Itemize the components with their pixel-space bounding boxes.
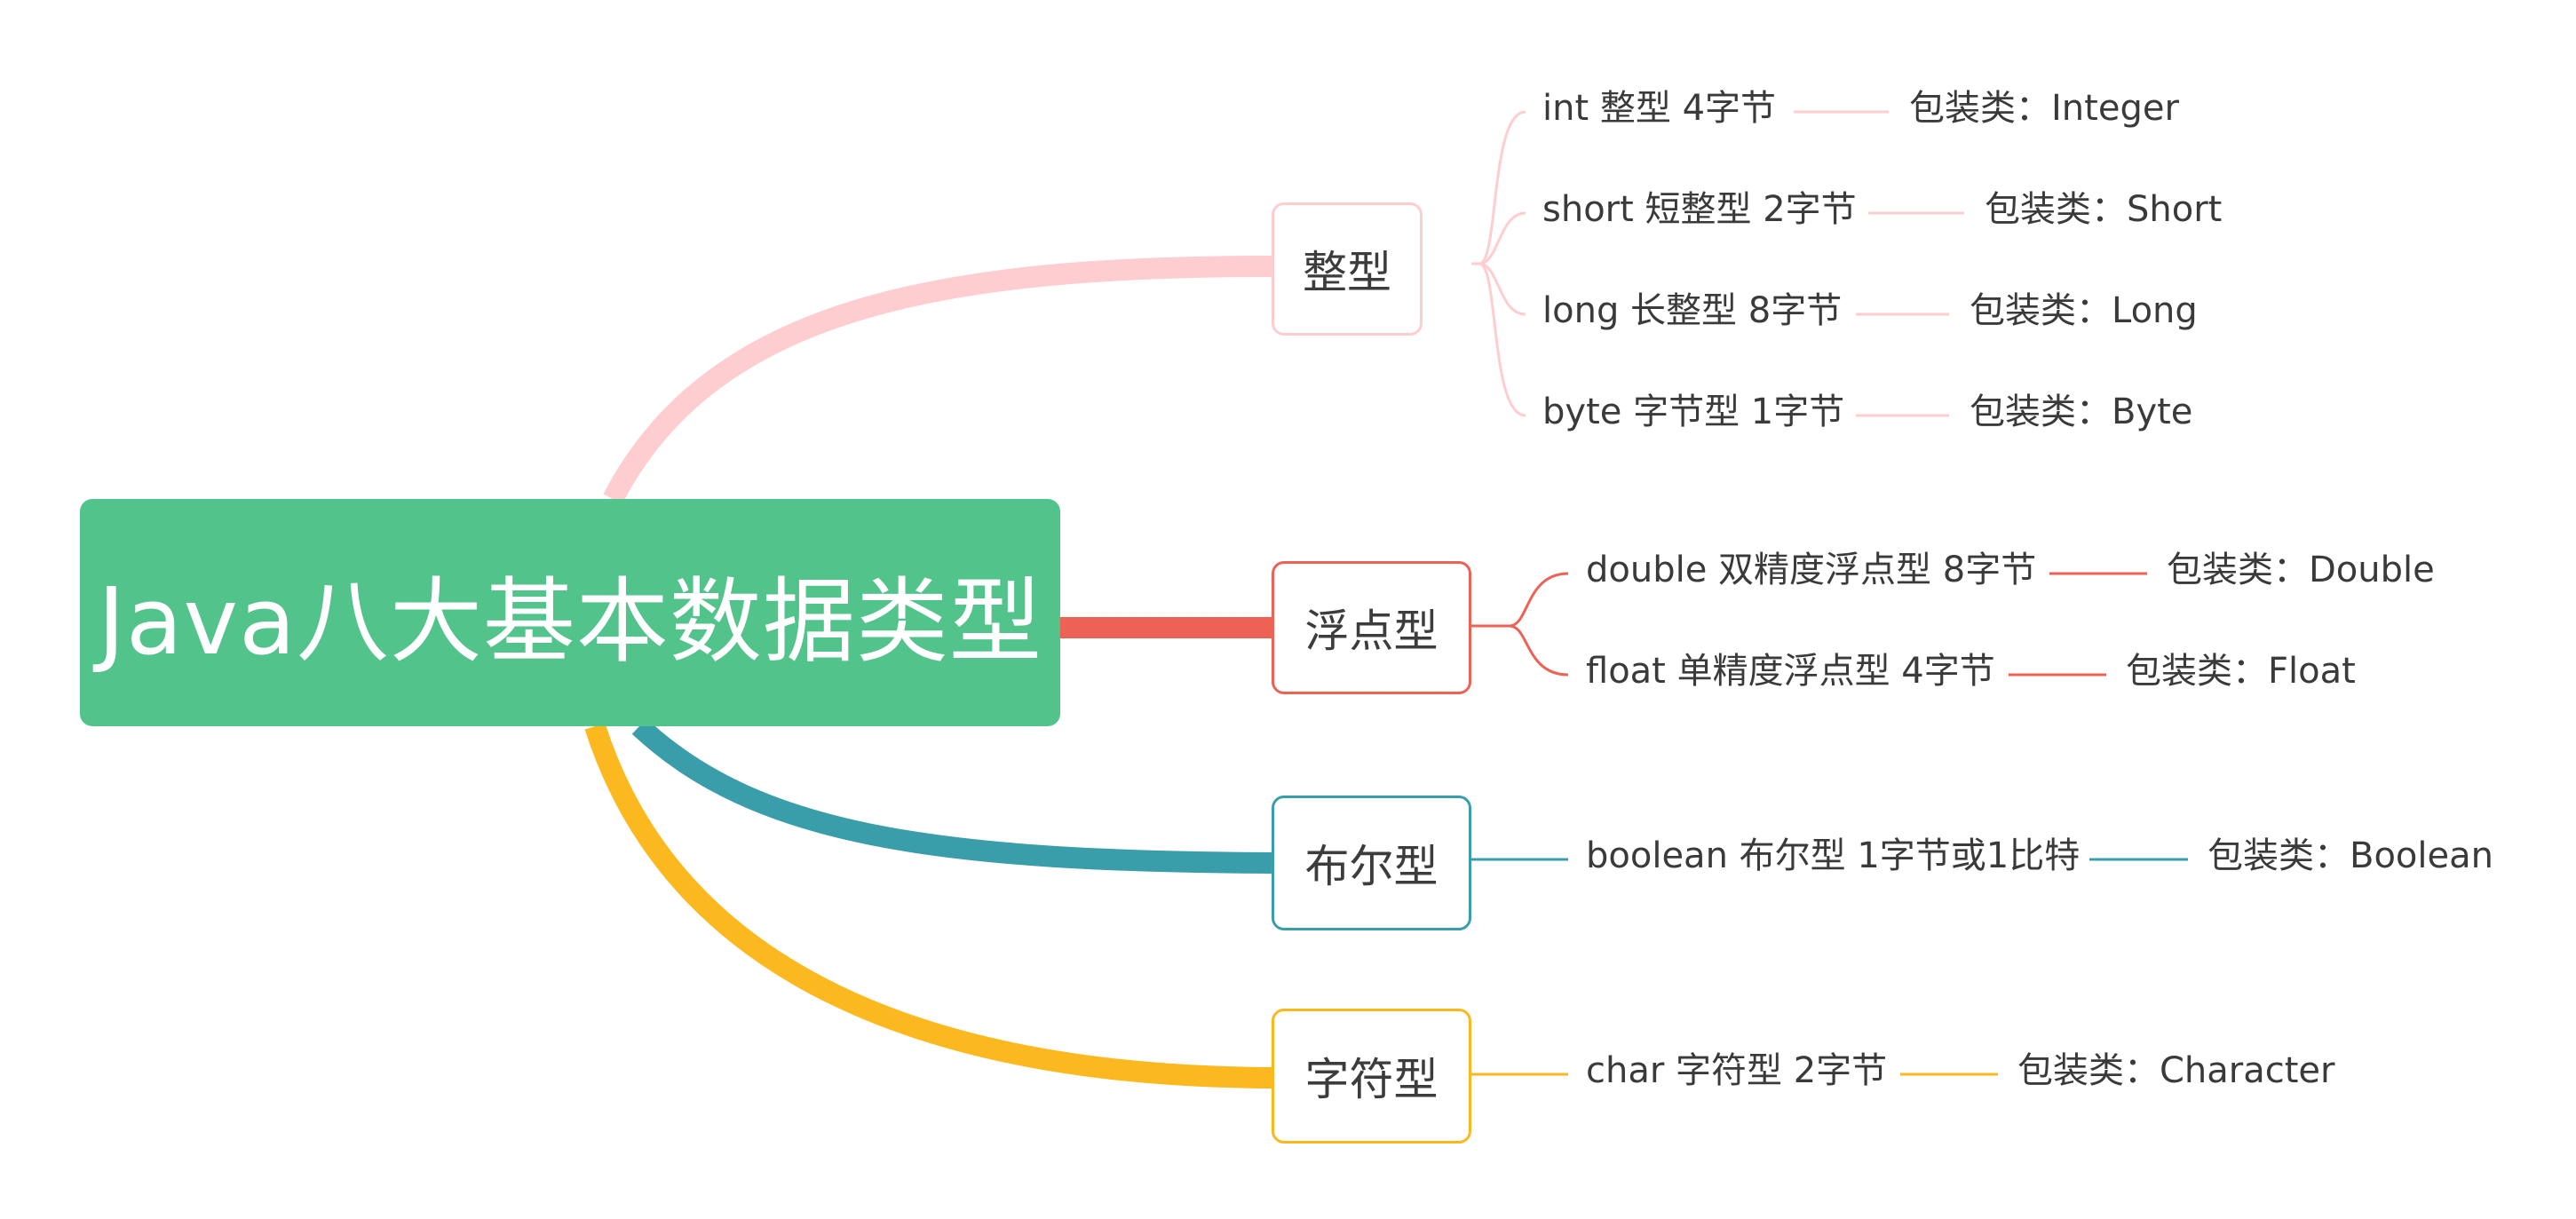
int-wrapper-label[interactable]: 包装类：Integer	[1909, 88, 2179, 129]
topic-char[interactable]: 字符型	[1272, 1009, 1471, 1144]
topic-float[interactable]: 浮点型	[1272, 561, 1471, 694]
topic-char-label: 字符型	[1304, 1054, 1439, 1105]
topic-integer[interactable]: 整型	[1272, 202, 1423, 336]
short-type-label[interactable]: short 短整型 2字节	[1542, 189, 1857, 230]
int-type-label[interactable]: int 整型 4字节	[1542, 88, 1777, 129]
topic-boolean-label: 布尔型	[1304, 841, 1439, 892]
long-type-label[interactable]: long 长整型 8字节	[1542, 290, 1843, 331]
root-topic[interactable]: Java八大基本数据类型	[80, 499, 1060, 726]
short-wrapper-label[interactable]: 包装类：Short	[1985, 189, 2223, 230]
boolean-wrapper-label[interactable]: 包装类：Boolean	[2207, 835, 2493, 876]
byte-type-label[interactable]: byte 字节型 1字节	[1542, 392, 1845, 432]
double-wrapper-label[interactable]: 包装类：Double	[2167, 550, 2435, 590]
double-type-label[interactable]: double 双精度浮点型 8字节	[1586, 550, 2037, 590]
root-title: Java八大基本数据类型	[98, 566, 1042, 676]
branch-line-char	[584, 723, 1272, 1088]
char-type-label[interactable]: char 字符型 2字节	[1586, 1050, 1888, 1091]
byte-wrapper-label[interactable]: 包装类：Byte	[1970, 392, 2193, 432]
topic-integer-label: 整型	[1303, 247, 1391, 298]
boolean-type-label[interactable]: boolean 布尔型 1字节或1比特	[1586, 835, 2081, 876]
float-wrapper-label[interactable]: 包装类：Float	[2126, 651, 2356, 692]
float-type-label[interactable]: float 单精度浮点型 4字节	[1586, 651, 1995, 692]
branch-line-boolean	[631, 718, 1272, 874]
long-wrapper-label[interactable]: 包装类：Long	[1970, 290, 2198, 331]
branch-line-integer	[603, 256, 1272, 504]
topic-float-label: 浮点型	[1304, 606, 1439, 657]
integer-fan	[1471, 110, 1964, 417]
topic-boolean[interactable]: 布尔型	[1272, 796, 1471, 930]
char-wrapper-label[interactable]: 包装类：Character	[2017, 1050, 2335, 1091]
float-fan	[1471, 572, 2147, 677]
